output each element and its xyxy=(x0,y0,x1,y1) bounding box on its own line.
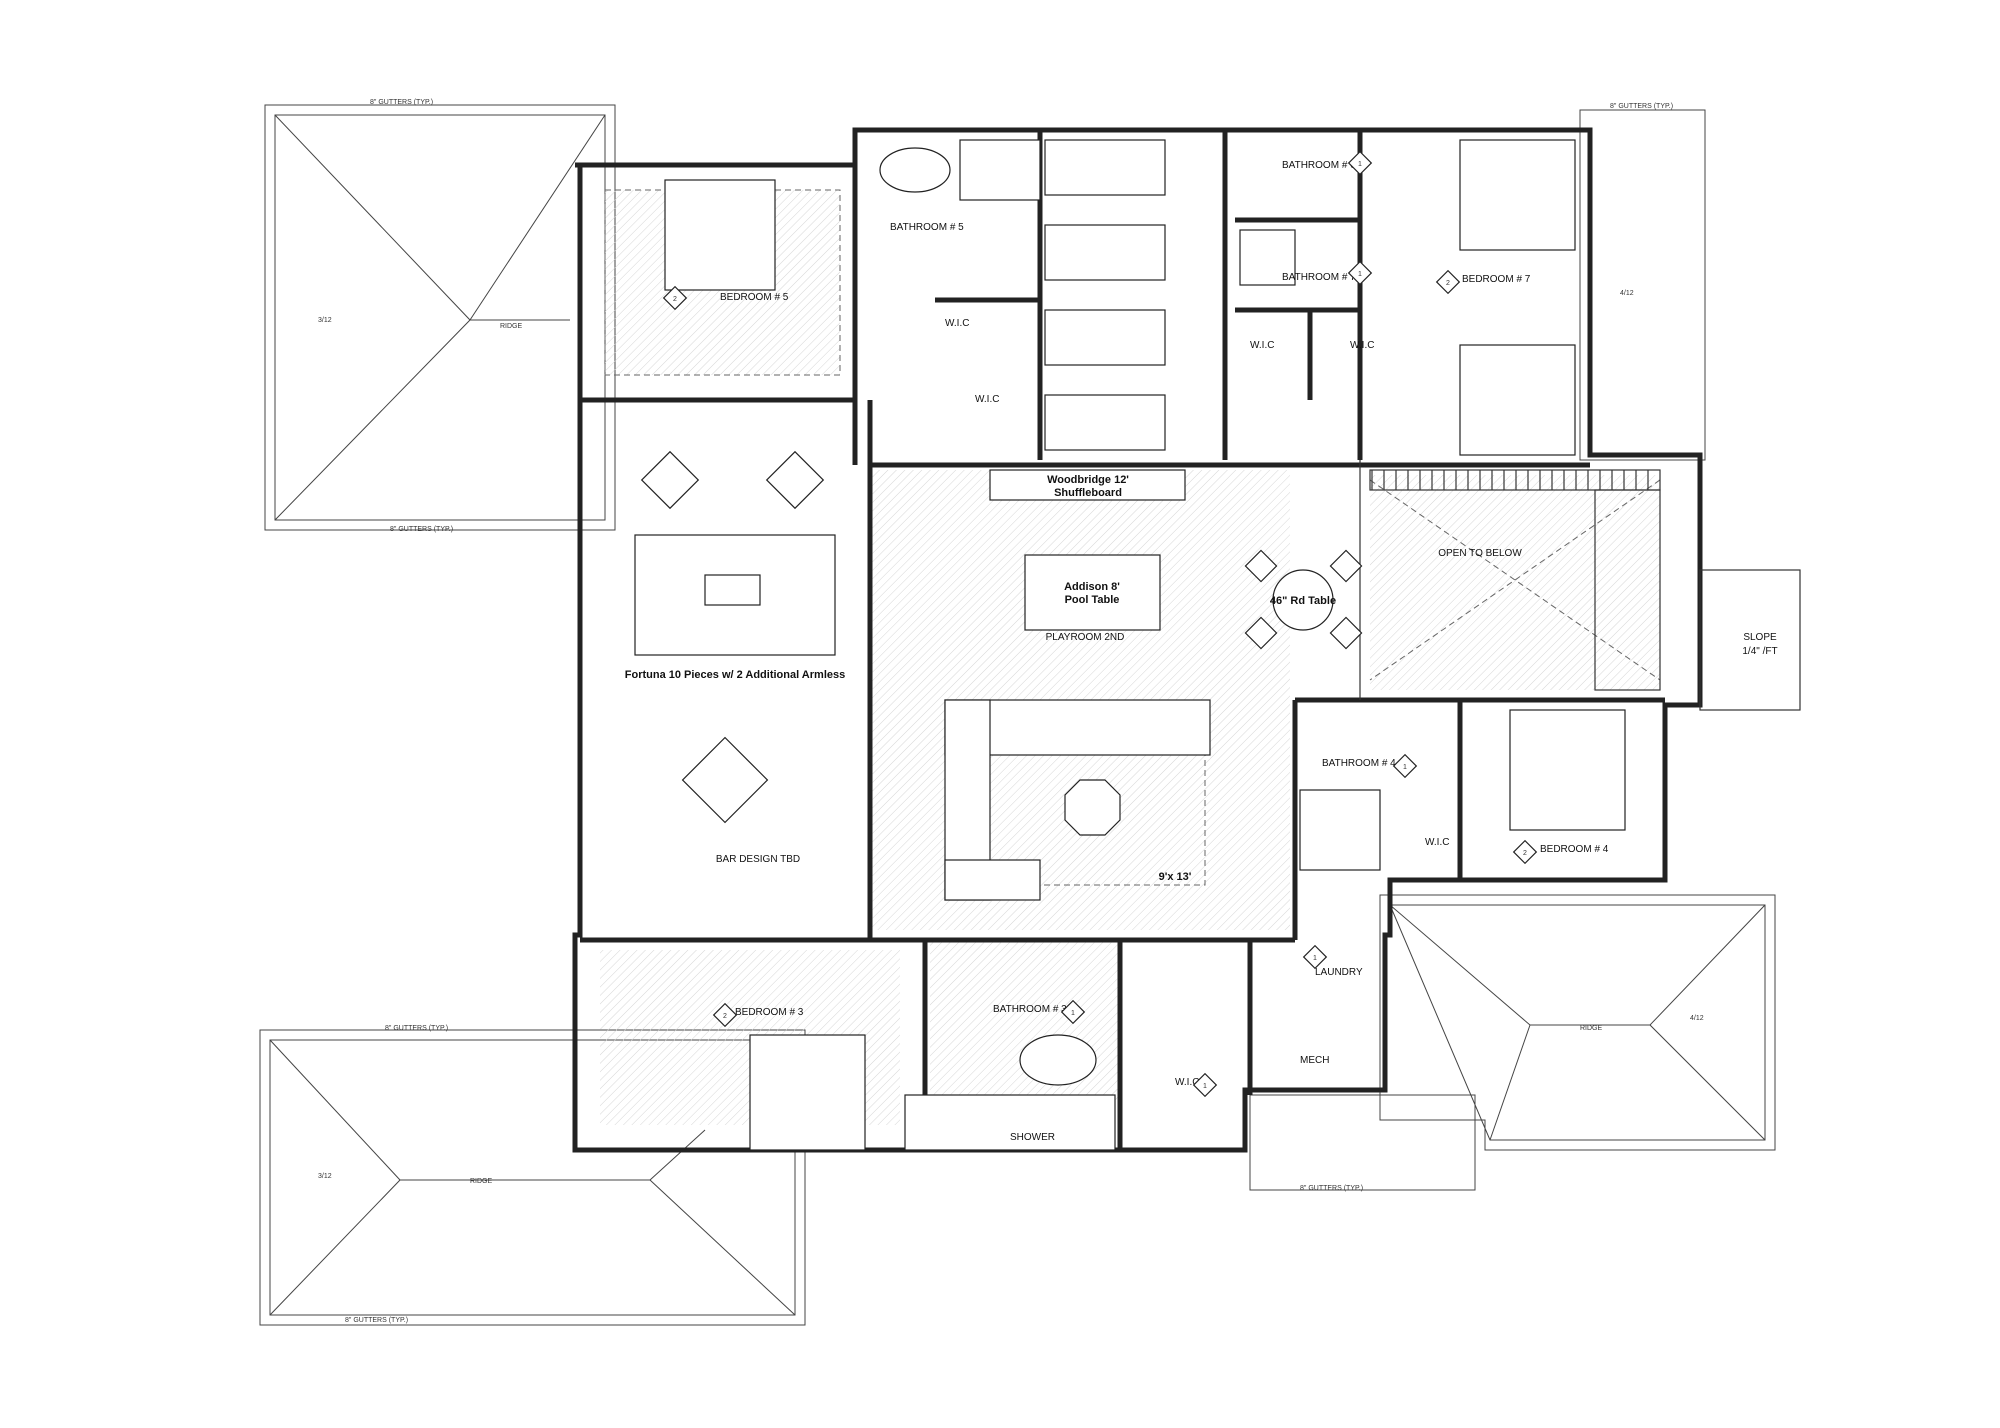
ridge-label: RIDGE xyxy=(470,1178,493,1185)
gutters-label: 8" GUTTERS (TYP.) xyxy=(1610,103,1673,110)
room-bedroom5: BEDROOM # 5 xyxy=(720,292,789,303)
room-bathroom7: BATHROOM # 7 xyxy=(1282,272,1356,283)
slope-label: 4/12 xyxy=(1620,290,1634,297)
room-wic: W.I.C xyxy=(1425,837,1449,848)
room-wic: W.I.C xyxy=(1250,340,1274,351)
slope-label: 4/12 xyxy=(1690,1015,1704,1022)
room-wic: W.I.C xyxy=(975,394,999,405)
tag-number: 2 xyxy=(673,296,677,303)
gutters-label: 8" GUTTERS (TYP.) xyxy=(345,1317,408,1324)
round-table: 46" Rd Table xyxy=(1244,549,1363,650)
shuffleboard: Woodbridge 12' Shuffleboard xyxy=(989,469,1186,501)
pool-table: Addison 8' Pool Table xyxy=(1024,554,1161,631)
round-table-label: 46" Rd Table xyxy=(1270,595,1336,607)
slope-label: 3/12 xyxy=(318,1173,332,1180)
slope-note-label: SLOPE xyxy=(1743,632,1777,643)
room-laundry: LAUNDRY xyxy=(1315,967,1363,978)
sectional-sofa: 9'x 13' xyxy=(944,699,1211,901)
room-shower: SHOWER xyxy=(1010,1132,1055,1143)
tag-number: 1 xyxy=(1403,764,1407,771)
room-wic: W.I.C xyxy=(945,318,969,329)
room-playroom: PLAYROOM 2ND xyxy=(1046,632,1125,643)
room-wic: W.I.C xyxy=(1175,1077,1199,1088)
tag-number: 1 xyxy=(1071,1010,1075,1017)
roof-top-right: 4/12 8" GUTTERS (TYP.) xyxy=(1579,103,1706,461)
slope-note: SLOPE 1/4" /FT xyxy=(1699,569,1801,711)
slope-label: 3/12 xyxy=(318,317,332,324)
room-mech: MECH xyxy=(1300,1055,1329,1066)
tags: 2 2 2 2 1 1 1 1 1 1 xyxy=(662,150,1538,1098)
bar-label: BAR DESIGN TBD xyxy=(716,854,800,865)
tag-number: 1 xyxy=(1313,955,1317,962)
pool-table-label: Pool Table xyxy=(1065,594,1120,606)
pool-table-label: Addison 8' xyxy=(1064,581,1120,593)
slope-note-value: 1/4" /FT xyxy=(1742,646,1777,657)
exterior-walls xyxy=(572,127,1703,1153)
room-bathroom4: BATHROOM # 4 xyxy=(1322,758,1396,769)
gutters-label: 8" GUTTERS (TYP.) xyxy=(370,99,433,106)
beds xyxy=(664,139,1626,1151)
roof-top-left: RIDGE 3/12 8" GUTTERS (TYP.) 8" GUTTERS … xyxy=(264,99,616,533)
roof-bottom-right: RIDGE 4/12 8" GUTTERS (TYP.) xyxy=(1249,894,1776,1192)
gutters-label: 8" GUTTERS (TYP.) xyxy=(1300,1185,1363,1192)
tag-number: 2 xyxy=(1446,280,1450,287)
room-open-below: OPEN TO BELOW xyxy=(1438,548,1522,559)
room-labels: BEDROOM # 5 BATHROOM # 5 BATHROOM # 6 BA… xyxy=(720,160,1609,1143)
shuffleboard-label: Woodbridge 12' xyxy=(1047,474,1129,486)
rug-label: 9'x 13' xyxy=(1159,871,1192,883)
tag-number: 2 xyxy=(1523,850,1527,857)
tag-number: 1 xyxy=(1358,161,1362,168)
stairs xyxy=(1369,469,1661,691)
tag-number: 2 xyxy=(723,1013,727,1020)
room-bathroom3: BATHROOM # 3 xyxy=(993,1004,1067,1015)
sectional-label: Fortuna 10 Pieces w/ 2 Additional Armles… xyxy=(625,669,845,681)
room-bedroom7: BEDROOM # 7 xyxy=(1462,274,1531,285)
ridge-label: RIDGE xyxy=(500,323,523,330)
room-wic: W.I.C xyxy=(1350,340,1374,351)
ridge-label: RIDGE xyxy=(1580,1025,1603,1032)
room-bedroom3: BEDROOM # 3 xyxy=(735,1007,804,1018)
room-bathroom6: BATHROOM # 6 xyxy=(1282,160,1356,171)
lounge-furniture: Fortuna 10 Pieces w/ 2 Additional Armles… xyxy=(625,450,845,865)
gutters-label: 8" GUTTERS (TYP.) xyxy=(390,526,453,533)
shuffleboard-label: Shuffleboard xyxy=(1054,487,1122,499)
tag-number: 1 xyxy=(1203,1083,1207,1090)
room-bathroom5: BATHROOM # 5 xyxy=(890,222,964,233)
bath-fixtures xyxy=(879,139,1381,1151)
interior-walls xyxy=(580,130,1665,1150)
tag-number: 1 xyxy=(1358,271,1362,278)
room-bedroom4: BEDROOM # 4 xyxy=(1540,844,1609,855)
roof-bottom-left: RIDGE 3/12 8" GUTTERS (TYP.) 8" GUTTERS … xyxy=(259,1025,806,1326)
gutters-label: 8" GUTTERS (TYP.) xyxy=(385,1025,448,1032)
